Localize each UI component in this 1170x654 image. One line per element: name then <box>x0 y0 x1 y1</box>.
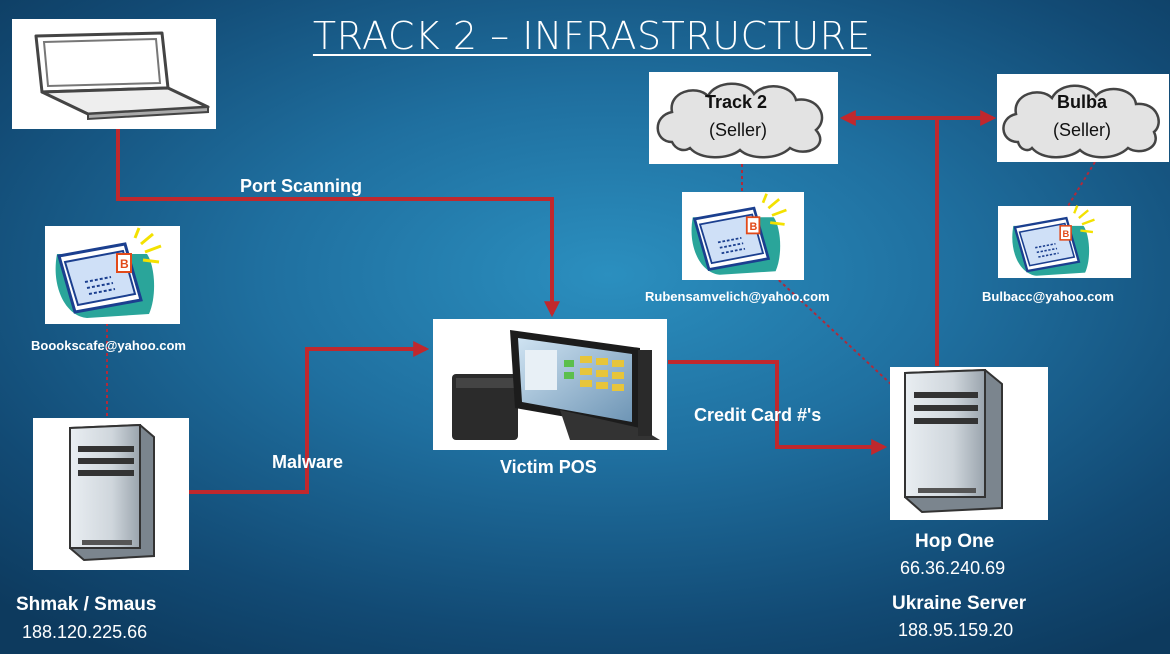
cloud-icon <box>1002 84 1160 159</box>
hop-one-server-node <box>890 367 1048 520</box>
server-tower-icon <box>904 368 1003 514</box>
email-node-boookscafe: B <box>45 226 180 324</box>
laptop-icon <box>34 31 210 121</box>
email-rubensamvelich: Rubensamvelich@yahoo.com <box>645 289 830 304</box>
shmak-server-node <box>33 418 189 570</box>
shmak-ip: 188.120.225.66 <box>22 622 148 642</box>
link-email-hop <box>769 271 893 386</box>
link-bulba-email <box>1067 161 1096 207</box>
dotted-links <box>106 161 1096 418</box>
email-card-icon: B <box>691 193 787 275</box>
email-card-icon: B <box>1012 205 1095 276</box>
svg-text:B: B <box>750 221 758 233</box>
credit-card-label: Credit Card #'s <box>694 405 822 425</box>
malware-arrow <box>188 341 430 494</box>
ukraine-server-ip: 188.95.159.20 <box>898 620 1014 640</box>
hop-one-name: Hop One <box>915 531 995 552</box>
hop-one-ip: 66.36.240.69 <box>900 558 1006 578</box>
port-scanning-arrow <box>116 128 560 318</box>
credit-card-arrow <box>668 360 888 455</box>
ukraine-server-name: Ukraine Server <box>892 593 1027 614</box>
email-card-icon: B <box>55 227 162 318</box>
pos-terminal-icon <box>452 330 660 440</box>
malware-label: Malware <box>272 452 344 472</box>
shmak-name: Shmak / Smaus <box>16 594 157 615</box>
bulba-seller-node <box>997 74 1169 162</box>
track2-role: (Seller) <box>709 120 768 140</box>
svg-text:B: B <box>120 257 129 271</box>
flow-arrows <box>116 110 997 494</box>
track2-name: Track 2 <box>705 92 768 112</box>
port-scanning-label: Port Scanning <box>240 176 363 196</box>
cloud-icon <box>656 82 824 159</box>
server-tower-icon <box>69 423 155 562</box>
track2-seller-node <box>649 72 838 164</box>
victim-pos-label: Victim POS <box>500 457 597 477</box>
bulba-name: Bulba <box>1057 92 1108 112</box>
diagram-title: TRACK 2 – INFRASTRUCTURE <box>312 14 872 58</box>
email-node-rubensamvelich: B <box>682 192 804 280</box>
victim-pos-node <box>433 319 667 450</box>
svg-text:B: B <box>1063 229 1070 239</box>
email-bulbacc: Bulbacc@yahoo.com <box>982 289 1114 304</box>
email-boookscafe: Boookscafe@yahoo.com <box>31 338 186 353</box>
laptop-node <box>12 19 216 129</box>
bulba-role: (Seller) <box>1053 120 1112 140</box>
email-node-bulbacc: B <box>998 205 1131 278</box>
